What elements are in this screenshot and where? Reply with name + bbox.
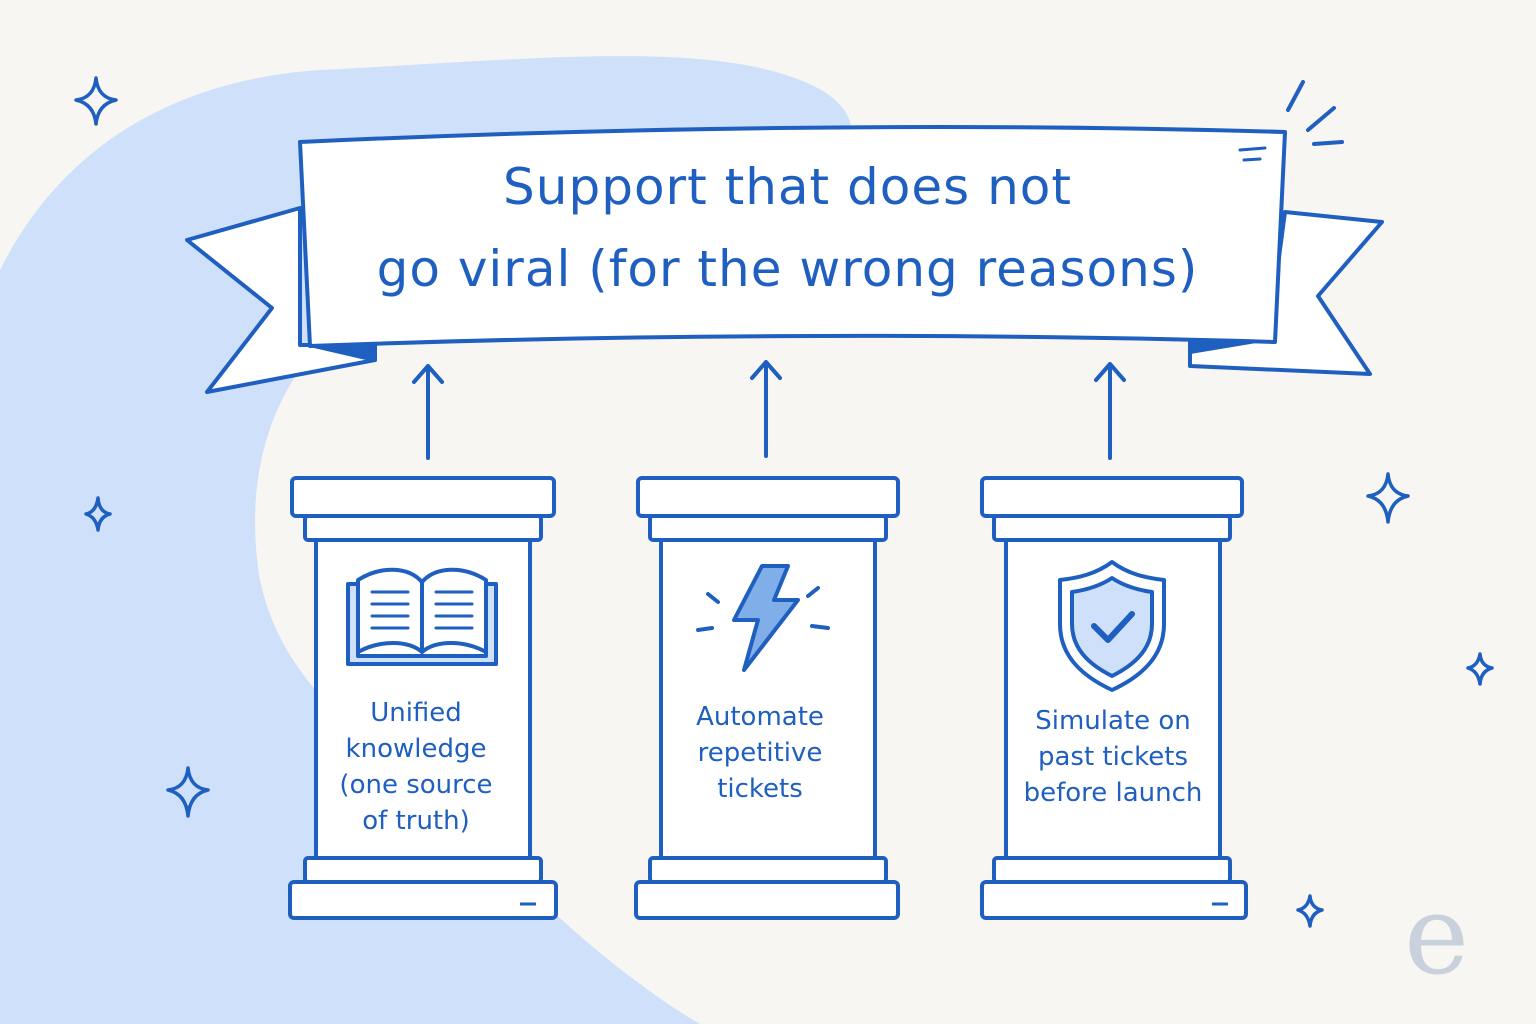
pillar-3-label-line: Simulate on — [1035, 706, 1191, 736]
background-blob — [0, 56, 852, 1024]
title-banner — [298, 125, 1287, 348]
spark-lines — [1286, 80, 1344, 146]
pillar-2-label-line: tickets — [717, 773, 803, 804]
banner-title-line-2: go viral (for the wrong reasons) — [376, 240, 1199, 298]
pillar-3-label-line: past tickets — [1037, 741, 1189, 772]
pillar-3-label-line: before launch — [1023, 777, 1203, 808]
shield-check-icon — [1058, 560, 1166, 692]
pillar-3 — [980, 476, 1248, 920]
lightning-bolt-icon — [696, 564, 830, 672]
arrow-up-1 — [412, 364, 444, 460]
pillar-1-label-line: knowledge — [345, 733, 487, 764]
sparkle-icon — [1366, 472, 1410, 524]
arrow-up-3 — [1094, 362, 1126, 460]
pillar-2 — [634, 476, 900, 920]
arrow-up-2 — [750, 360, 782, 458]
pillar-1-label-line: Unified — [370, 698, 462, 728]
open-book-icon — [346, 567, 498, 666]
banner-title-line-1: Support that does not — [503, 158, 1072, 216]
sparkle-icon — [1296, 894, 1324, 928]
sparkle-icon — [166, 766, 210, 818]
sparkle-icon — [74, 76, 118, 126]
pillar-2-label-line: Automate — [696, 702, 824, 732]
sparkle-icon — [1466, 652, 1494, 686]
logo-mark: e — [1404, 871, 1470, 999]
sparkle-icon — [84, 496, 112, 532]
pillar-1-label-line: of truth) — [362, 805, 470, 836]
pillar-2-label: Automate repetitive tickets — [662, 700, 858, 808]
pillar-2-label-line: repetitive — [697, 737, 823, 768]
pillar-1-label: Unified knowledge (one source of truth) — [318, 696, 514, 840]
pillar-1-label-line: (one source — [339, 769, 493, 800]
banner-detail-marks — [1238, 146, 1267, 162]
pillar-3-label: Simulate on past tickets before launch — [1008, 704, 1218, 812]
